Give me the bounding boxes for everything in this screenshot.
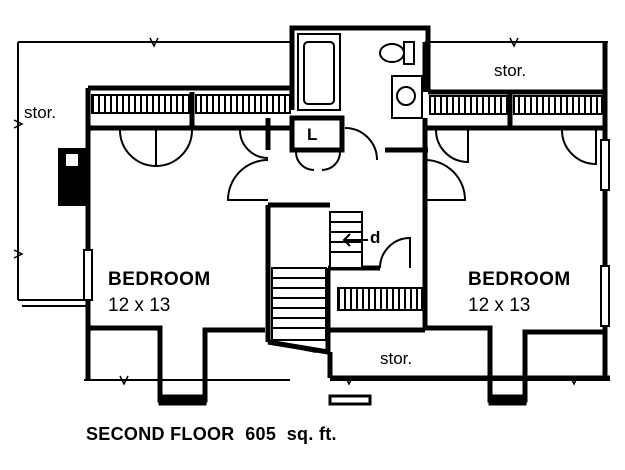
chimney-icon — [58, 148, 90, 206]
room-size-bedroom-left: 12 x 13 — [108, 295, 171, 316]
sink-icon — [391, 75, 423, 119]
toilet-icon — [379, 41, 415, 65]
storage-label-top-right: stor. — [494, 61, 527, 80]
bay-stubs — [158, 394, 527, 406]
storage-label-left: stor. — [24, 103, 57, 122]
room-name-bedroom-right: BEDROOM — [468, 269, 571, 290]
down-label: d — [370, 228, 381, 247]
walls — [85, 25, 610, 403]
room-name-bedroom-left: BEDROOM — [108, 269, 211, 290]
room-size-bedroom-right: 12 x 13 — [468, 295, 531, 316]
windows — [83, 139, 610, 327]
closet-rods — [91, 94, 603, 311]
stairs — [271, 211, 363, 341]
storage-label-bottom: stor. — [380, 349, 413, 368]
bathtub-icon — [297, 33, 341, 111]
door-swings — [119, 127, 597, 353]
down-arrow-icon — [342, 233, 368, 247]
plan-caption: SECOND FLOOR 605 sq. ft. — [86, 424, 337, 444]
linen-closet-label: L — [307, 125, 318, 144]
